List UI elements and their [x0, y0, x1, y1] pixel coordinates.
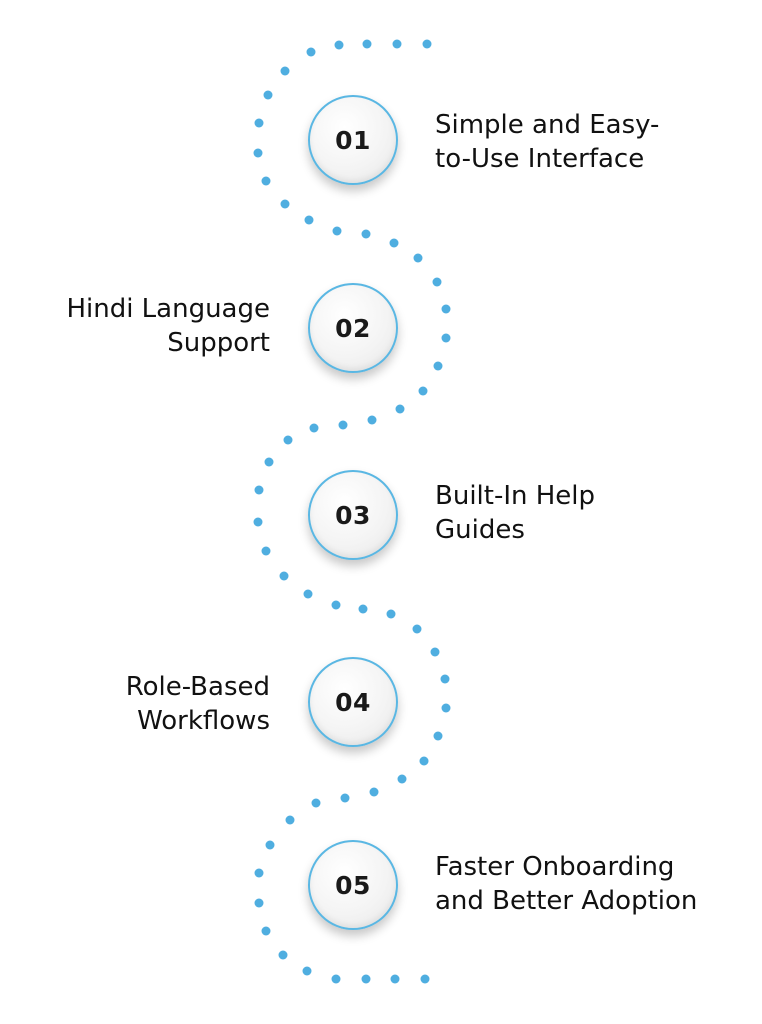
path-dot — [254, 898, 264, 908]
step-03-circle: 03 — [308, 470, 398, 560]
path-dot — [392, 39, 402, 49]
path-dot — [331, 974, 341, 984]
path-dot — [412, 624, 422, 634]
step-01-circle: 01 — [308, 95, 398, 185]
path-dot — [433, 361, 443, 371]
path-dot — [303, 589, 313, 599]
step-02-number: 02 — [335, 313, 371, 343]
path-dot — [331, 600, 341, 610]
step-02-label: Hindi Language Support — [66, 292, 270, 360]
path-dot — [254, 485, 264, 495]
step-02-label-line-2: Support — [167, 328, 270, 358]
path-dot — [369, 787, 379, 797]
path-dot — [283, 435, 293, 445]
path-dot — [304, 215, 314, 225]
step-03-label-line-2: Guides — [435, 515, 525, 545]
step-05-number: 05 — [335, 870, 371, 900]
path-dot — [261, 926, 271, 936]
path-dot — [358, 604, 368, 614]
path-dot — [430, 647, 440, 657]
path-dot — [361, 974, 371, 984]
path-dot — [432, 277, 442, 287]
path-dot — [334, 40, 344, 50]
path-dot — [418, 386, 428, 396]
path-dot — [261, 546, 271, 556]
path-dot — [309, 423, 319, 433]
path-dot — [254, 868, 264, 878]
step-01-label: Simple and Easy- to-Use Interface — [435, 108, 659, 176]
path-dot — [440, 674, 450, 684]
path-dot — [338, 420, 348, 430]
path-dot — [285, 815, 295, 825]
path-dot — [302, 966, 312, 976]
path-dot — [420, 974, 430, 984]
path-dot — [390, 974, 400, 984]
step-02-label-line-1: Hindi Language — [66, 294, 270, 324]
path-dot — [441, 333, 451, 343]
path-dot — [362, 39, 372, 49]
step-01-label-line-1: Simple and Easy- — [435, 110, 660, 140]
path-dot — [397, 774, 407, 784]
path-dot — [386, 609, 396, 619]
path-dot — [278, 950, 288, 960]
path-dot — [361, 229, 371, 239]
path-dot — [253, 517, 263, 527]
path-dot — [332, 226, 342, 236]
step-04-label-line-1: Role-Based — [125, 672, 270, 702]
path-dot — [433, 731, 443, 741]
step-05-label-line-2: and Better Adoption — [435, 886, 698, 916]
path-dot — [254, 118, 264, 128]
path-dot — [422, 39, 432, 49]
step-05-circle: 05 — [308, 840, 398, 930]
path-dot — [389, 238, 399, 248]
path-dot — [340, 793, 350, 803]
path-dot — [413, 253, 423, 263]
step-01-number: 01 — [335, 125, 371, 155]
path-dot — [311, 798, 321, 808]
path-dot — [306, 47, 316, 57]
step-01-label-line-2: to-Use Interface — [435, 144, 645, 174]
step-03-label-line-1: Built-In Help — [435, 481, 596, 511]
step-04-label: Role-Based Workflows — [126, 670, 270, 738]
path-dot — [279, 571, 289, 581]
step-05-label-line-1: Faster Onboarding — [435, 852, 675, 882]
step-05-label: Faster Onboarding and Better Adoption — [435, 850, 697, 918]
path-dot — [263, 90, 273, 100]
path-dot — [261, 176, 271, 186]
path-dot — [367, 415, 377, 425]
step-04-circle: 04 — [308, 657, 398, 747]
path-dot — [280, 66, 290, 76]
path-dot — [441, 703, 451, 713]
path-dot — [253, 148, 263, 158]
step-04-label-line-2: Workflows — [137, 706, 270, 736]
path-dot — [395, 404, 405, 414]
step-02-circle: 02 — [308, 283, 398, 373]
path-dot — [264, 457, 274, 467]
step-03-number: 03 — [335, 500, 371, 530]
step-03-label: Built-In Help Guides — [435, 479, 595, 547]
path-dot — [441, 304, 451, 314]
path-dot — [265, 840, 275, 850]
step-04-number: 04 — [335, 687, 371, 717]
path-dot — [280, 199, 290, 209]
path-dot — [419, 756, 429, 766]
